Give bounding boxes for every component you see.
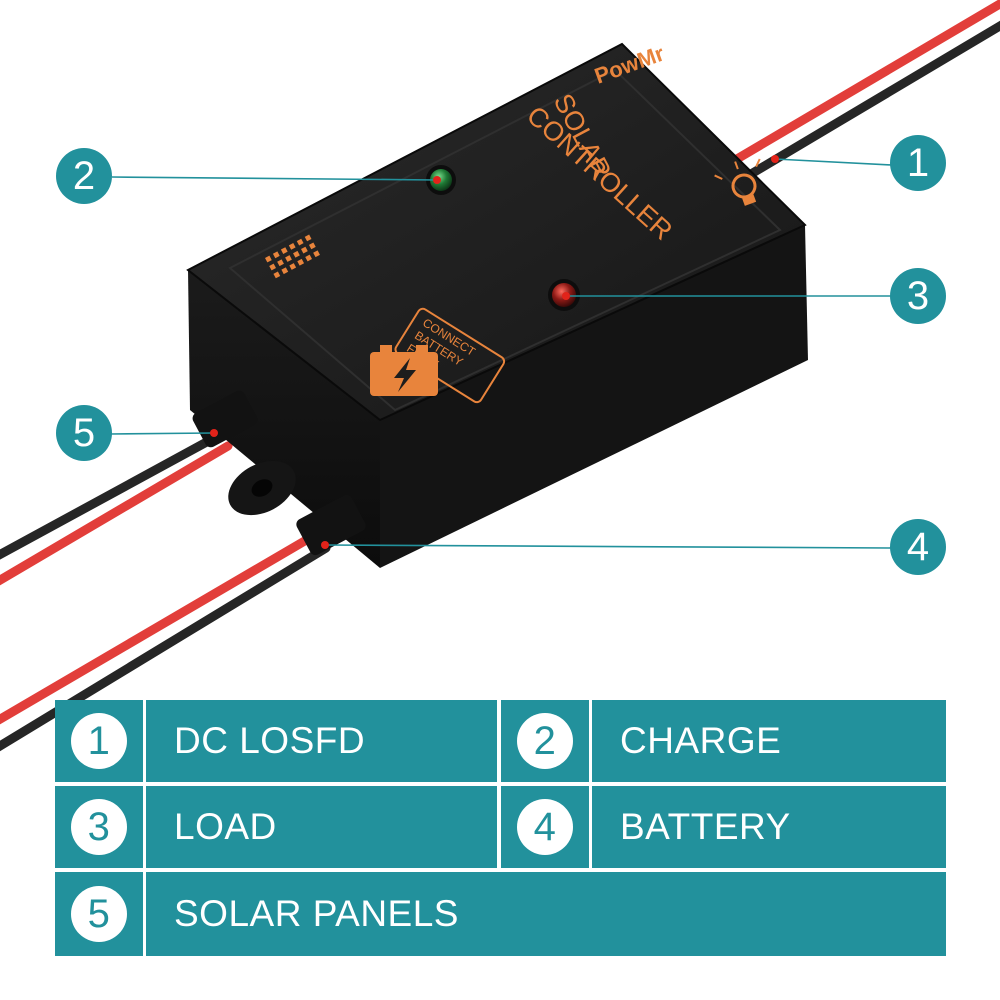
wire-pair-battery [0,527,331,752]
legend-label-5: SOLAR PANELS [146,872,946,956]
legend-table: 1 DC LOSFD 2 CHARGE 3 LOAD 4 BATTERY 5 S… [55,700,946,956]
controller-body [186,42,808,568]
legend-num-3: 3 [71,799,127,855]
legend-label-2: CHARGE [592,700,946,782]
legend-num-cell-3: 3 [55,786,143,868]
battery-charge-icon [370,345,438,396]
callout-5: 5 [56,405,112,461]
leader-line-1 [771,155,893,166]
bulb-icon [714,158,761,206]
legend-num-cell-5: 5 [55,872,143,956]
leader-line-5 [109,429,218,437]
leader-line-3 [562,292,892,300]
callout-1: 1 [890,135,946,191]
callout-2: 2 [56,148,112,204]
callout-3: 3 [890,268,946,324]
legend-num-4: 4 [517,799,573,855]
leader-line-2 [111,176,441,184]
legend-num-5: 5 [71,886,127,942]
legend-label-4: BATTERY [592,786,946,868]
wire-pair-solar [0,427,233,586]
legend-label-3: LOAD [146,786,497,868]
callout-4: 4 [890,519,946,575]
legend-label-1: DC LOSFD [146,700,497,782]
legend-num-cell-2: 2 [501,700,589,782]
legend-num-2: 2 [517,713,573,769]
legend-num-1: 1 [71,713,127,769]
legend-num-cell-4: 4 [501,786,589,868]
vent-grid-icon [265,234,320,279]
leader-line-4 [321,541,893,549]
legend-num-cell-1: 1 [55,700,143,782]
